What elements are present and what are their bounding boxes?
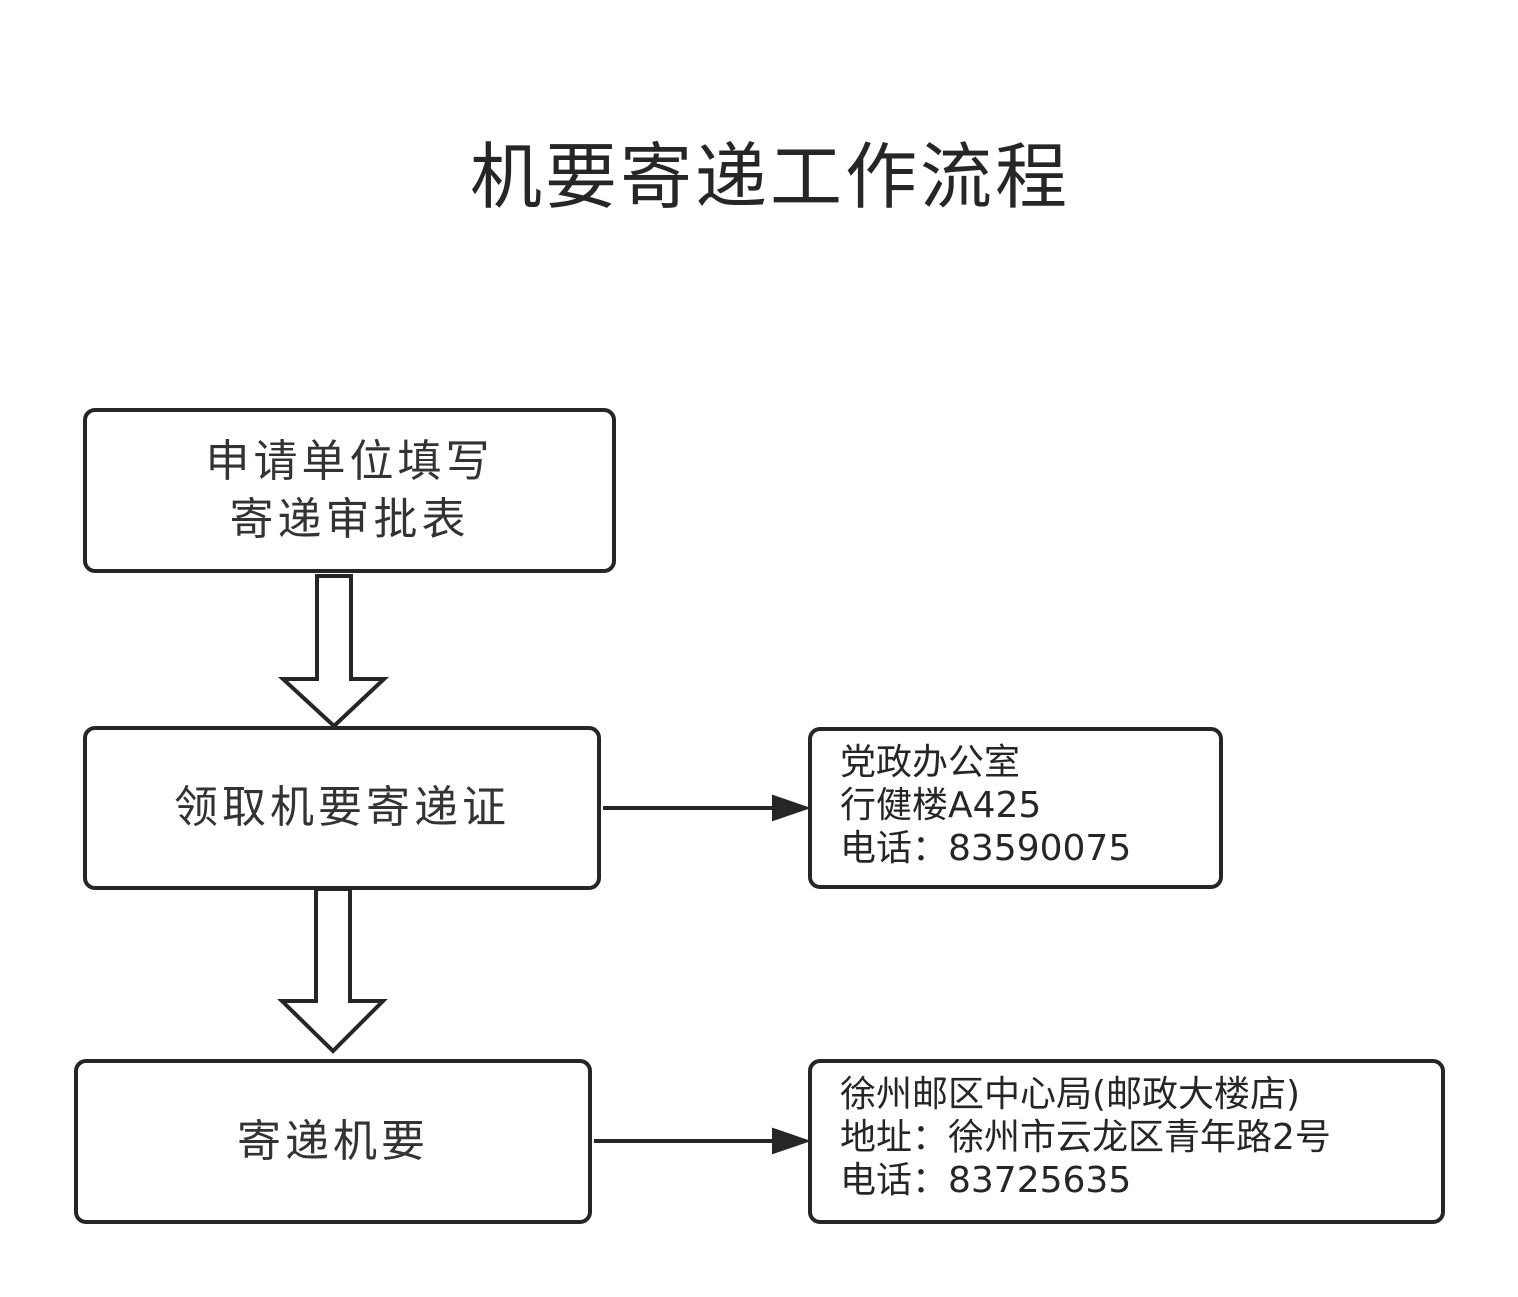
note-1-line-1: 党政办公室 — [840, 742, 1021, 783]
step-fill-approval-form: 申请单位填写 寄递审批表 — [83, 408, 616, 573]
arrow-right-icon — [772, 1127, 812, 1155]
diagram-title: 机要寄递工作流程 — [469, 135, 1070, 219]
note-party-office: 党政办公室 行健楼A425 电话：83590075 — [808, 727, 1223, 889]
step-1-line-1: 申请单位填写 — [205, 435, 494, 487]
arrow-right-icon — [772, 794, 812, 822]
step-mail-confidential: 寄递机要 — [74, 1059, 592, 1224]
block-arrow-down-icon — [277, 887, 388, 1054]
note-post-office: 徐州邮区中心局(邮政大楼店) 地址：徐州市云龙区青年路2号 电话：8372563… — [808, 1059, 1445, 1224]
step-2-line-1: 领取机要寄递证 — [174, 782, 510, 833]
note-1-line-2: 行健楼A425 — [840, 785, 1042, 826]
note-2-line-2: 地址：徐州市云龙区青年路2号 — [840, 1117, 1331, 1158]
note-1-line-3: 电话：83590075 — [840, 828, 1132, 869]
note-2-line-1: 徐州邮区中心局(邮政大楼店) — [840, 1074, 1301, 1115]
step-get-mailing-permit: 领取机要寄递证 — [83, 726, 601, 890]
step-1-line-2: 寄递审批表 — [229, 493, 470, 545]
block-arrow-down-icon — [277, 574, 390, 729]
step-3-line-1: 寄递机要 — [237, 1115, 429, 1167]
note-2-line-3: 电话：83725635 — [840, 1160, 1132, 1201]
